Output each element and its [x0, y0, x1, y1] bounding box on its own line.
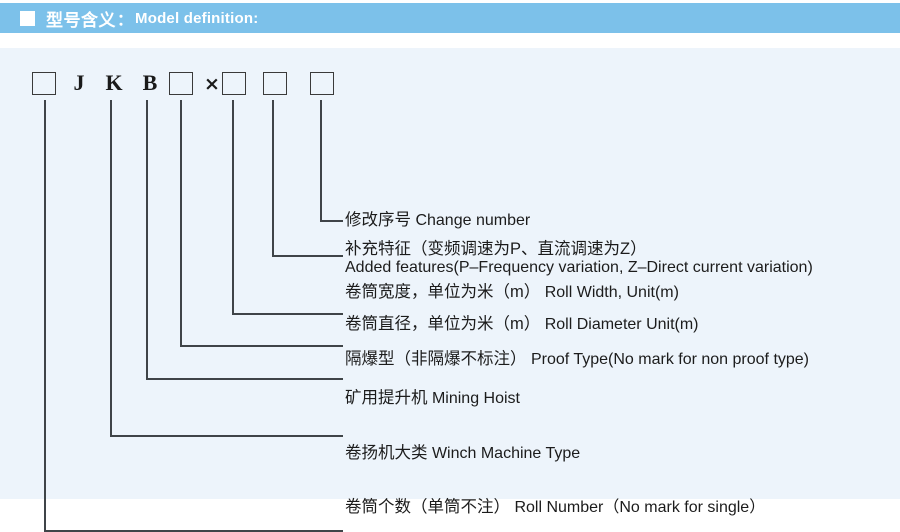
model-code-box — [222, 72, 246, 95]
leader-line-horizontal — [146, 378, 343, 380]
leader-line-vertical — [180, 100, 182, 345]
model-code-box — [310, 72, 334, 95]
section-header: 型号含义 ： Model definition: — [0, 3, 900, 33]
callout-label-en: Roll Diameter Unit(m) — [544, 316, 699, 333]
callout-label-en: Roll Number（No mark for single） — [514, 499, 766, 516]
leader-line-vertical — [232, 100, 234, 313]
callout-winch-machine-type: 卷扬机大类 Winch Machine Type — [345, 443, 580, 464]
callout-added-features-sub: Added features(P–Frequency variation, Z–… — [345, 259, 813, 276]
callout-label-en: Proof Type(No mark for non proof type) — [530, 351, 810, 368]
callout-label-cn: 矿用提升机 — [345, 389, 428, 407]
model-code-box — [169, 72, 193, 95]
leader-line-vertical — [44, 100, 46, 530]
callout-label-cn: 修改序号 — [345, 211, 411, 229]
callout-label-en: Change number — [415, 212, 531, 229]
callout-proof-type: 隔爆型（非隔爆不标注） Proof Type(No mark for non p… — [345, 349, 809, 370]
callout-label-cn: 卷筒直径，单位为米（m） — [345, 315, 541, 333]
model-code-letter-k: K — [105, 70, 123, 95]
model-code-multiply-sign: × — [204, 73, 220, 95]
model-code-letter-j: J — [73, 70, 85, 95]
callout-change-number: 修改序号 Change number — [345, 210, 530, 231]
leader-line-horizontal — [232, 313, 343, 315]
square-bullet-icon — [20, 10, 35, 26]
leader-line-vertical — [146, 100, 148, 378]
callout-label-en: Mining Hoist — [431, 390, 520, 407]
model-code-letter-b: B — [142, 70, 158, 95]
callout-added-features: 补充特征（变频调速为P、直流调速为Z） — [345, 239, 647, 260]
leader-line-vertical — [272, 100, 274, 255]
header-title-cn: 型号含义 — [46, 10, 116, 30]
callout-label-en: Winch Machine Type — [431, 445, 581, 462]
callout-label-en: Roll Width, Unit(m) — [544, 284, 679, 301]
callout-roll-number: 卷筒个数（单筒不注） Roll Number（No mark for singl… — [345, 497, 765, 518]
leader-line-vertical — [320, 100, 322, 220]
header-title-en: Model definition: — [135, 9, 259, 27]
model-code-box — [32, 72, 56, 95]
model-code-box — [263, 72, 287, 95]
leader-line-vertical — [110, 100, 112, 435]
callout-label-cn: 卷筒宽度，单位为米（m） — [345, 283, 541, 301]
header-separator: ： — [117, 12, 134, 29]
callout-roll-diameter: 卷筒直径，单位为米（m） Roll Diameter Unit(m) — [345, 314, 699, 335]
callout-label-cn: 隔爆型（非隔爆不标注） — [345, 350, 527, 368]
callout-mining-hoist: 矿用提升机 Mining Hoist — [345, 388, 520, 409]
callout-label-cn: 卷扬机大类 — [345, 444, 428, 462]
leader-line-horizontal — [272, 255, 343, 257]
callout-roll-width: 卷筒宽度，单位为米（m） Roll Width, Unit(m) — [345, 282, 679, 303]
leader-line-horizontal — [44, 530, 343, 532]
callout-label-cn: 补充特征（变频调速为P、直流调速为Z） — [345, 240, 647, 258]
leader-line-horizontal — [320, 220, 343, 222]
leader-line-horizontal — [110, 435, 343, 437]
leader-line-horizontal — [180, 345, 343, 347]
callout-label-cn: 卷筒个数（单筒不注） — [345, 498, 510, 516]
